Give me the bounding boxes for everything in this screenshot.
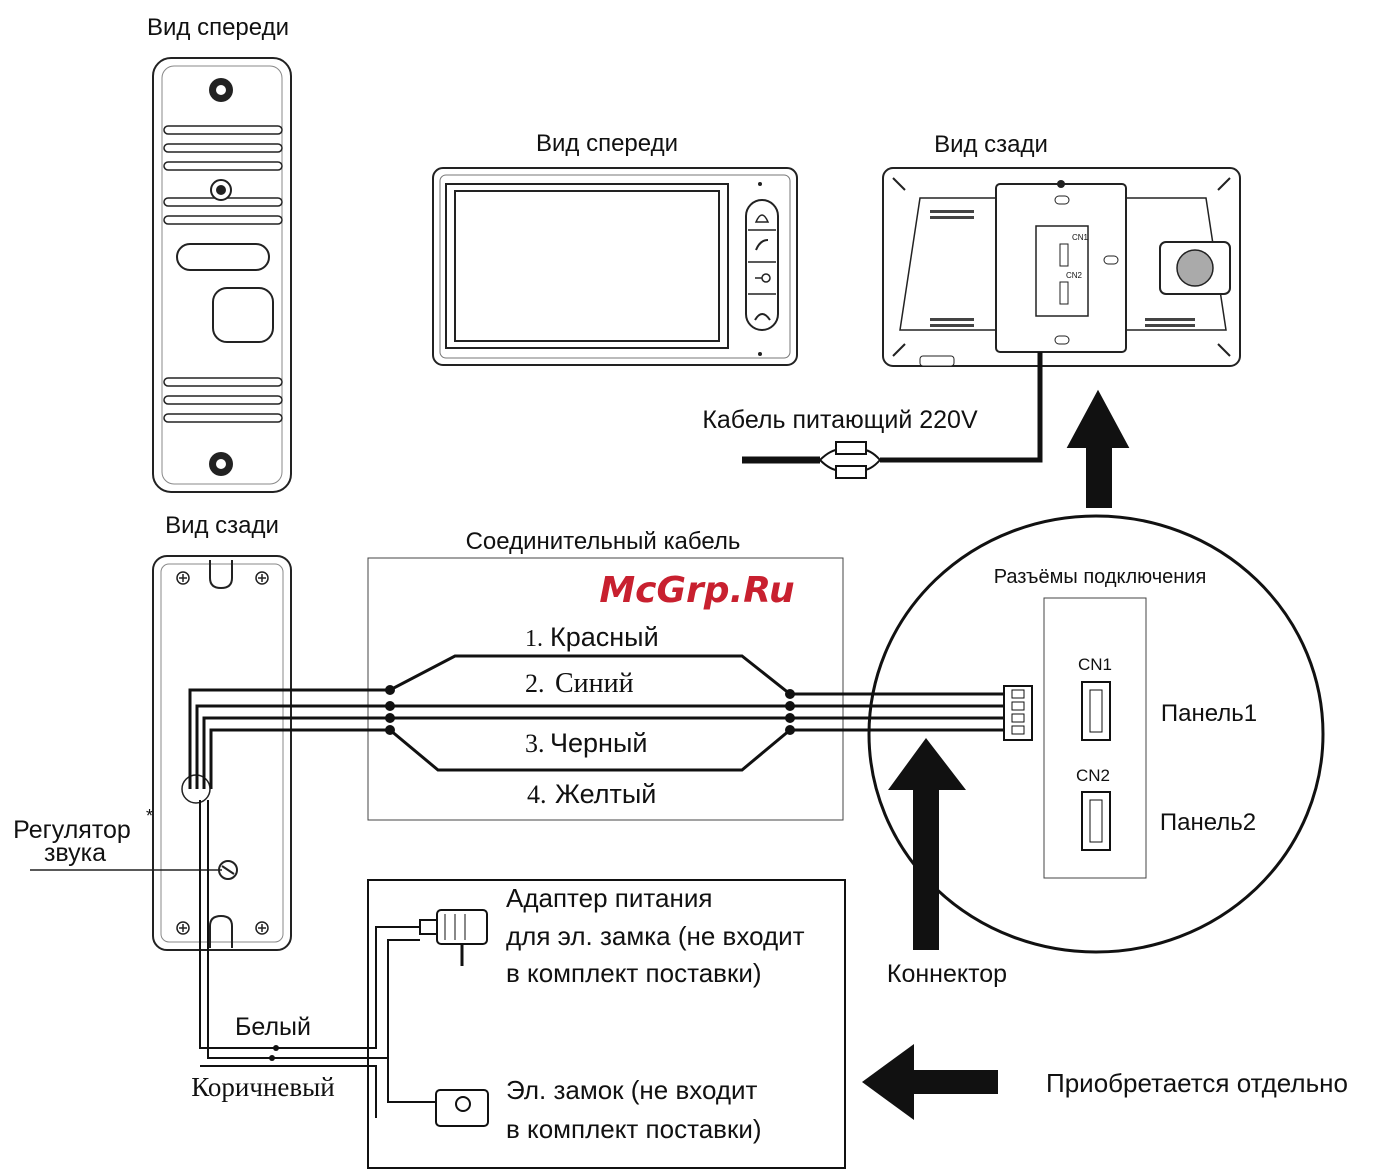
monitor-back-title: Вид сзади — [934, 131, 1048, 158]
speaker-grille — [163, 125, 283, 225]
volume-knob-icon — [218, 860, 238, 880]
back-cn2-label: CN2 — [1066, 271, 1083, 280]
back-cn1-label: CN1 — [1072, 233, 1089, 242]
bell-icon — [754, 214, 770, 223]
power-cable-label: Кабель питающий 220V — [702, 406, 978, 434]
wire-4-name: Желтый — [555, 779, 656, 809]
cn2-socket — [1081, 791, 1111, 851]
wire-3-num: 3. — [525, 729, 545, 758]
watermark: McGrp.Ru — [599, 570, 794, 611]
screw-icon — [176, 571, 269, 935]
monitor-buttons — [745, 199, 779, 331]
connector-label: Коннектор — [887, 960, 1007, 988]
arrow-connector-icon — [888, 738, 966, 950]
lock-line1: Эл. замок (не входит — [506, 1075, 758, 1105]
volume-label-line1: Регулятор — [13, 816, 131, 844]
hangup-icon — [754, 313, 771, 321]
wire-4-num: 4. — [527, 780, 547, 809]
plug-connector — [1003, 685, 1033, 741]
speaker-grille-bottom — [163, 377, 283, 423]
wire-2-name: Синий — [555, 668, 634, 699]
connectors-title: Разъёмы подключения — [994, 566, 1207, 588]
screw-icon — [209, 78, 233, 102]
panel2-label: Панель2 — [1160, 809, 1256, 836]
outdoor-panel-front — [152, 57, 292, 493]
lock-line2: в комплект поставки) — [506, 1114, 762, 1144]
outdoor-front-title: Вид спереди — [147, 14, 289, 41]
electric-lock-icon — [435, 1089, 489, 1127]
cable-box — [367, 557, 844, 821]
monitor-screen — [445, 183, 729, 349]
wire-white-label: Белый — [235, 1013, 311, 1041]
camera-icon — [210, 179, 232, 201]
cable-title: Соединительный кабель — [466, 528, 741, 555]
volume-asterisk: * — [146, 806, 153, 826]
wire-3-name: Черный — [550, 728, 647, 758]
outdoor-panel-back — [152, 555, 292, 951]
connectors-zoom-circle — [867, 514, 1325, 954]
lock-wires — [199, 800, 436, 1118]
call-button — [212, 287, 274, 343]
power-adapter-icon — [419, 909, 488, 966]
cn1-socket — [1081, 681, 1111, 741]
monitor-front-title: Вид спереди — [536, 130, 678, 157]
cn2-label: CN2 — [1076, 766, 1110, 785]
purchased-separately-label: Приобретается отдельно — [1046, 1068, 1348, 1098]
vent-holes — [930, 210, 1195, 327]
volume-label-line2: звука — [44, 839, 106, 867]
adapter-line3: в комплект поставки) — [506, 958, 762, 988]
name-plate — [176, 243, 270, 271]
adapter-line1: Адаптер питания — [506, 883, 712, 913]
wire-brown-label: Коричневый — [191, 1072, 334, 1102]
monitor-back: CN1 CN2 — [882, 167, 1241, 367]
arrow-left-icon — [862, 1044, 998, 1120]
screw-icon — [209, 452, 233, 476]
power-cable — [742, 352, 1043, 479]
outdoor-back-title: Вид сзади — [165, 512, 279, 539]
handset-icon — [755, 239, 769, 251]
panel1-label: Панель1 — [1161, 700, 1257, 727]
key-icon — [755, 273, 771, 283]
monitor-front — [432, 167, 798, 366]
wire-1-name: Красный — [550, 622, 659, 652]
cn1-label: CN1 — [1078, 655, 1112, 674]
wire-1-num: 1. — [525, 626, 543, 652]
adapter-line2: для эл. замка (не входит — [506, 921, 805, 951]
wire-2-num: 2. — [525, 669, 545, 698]
